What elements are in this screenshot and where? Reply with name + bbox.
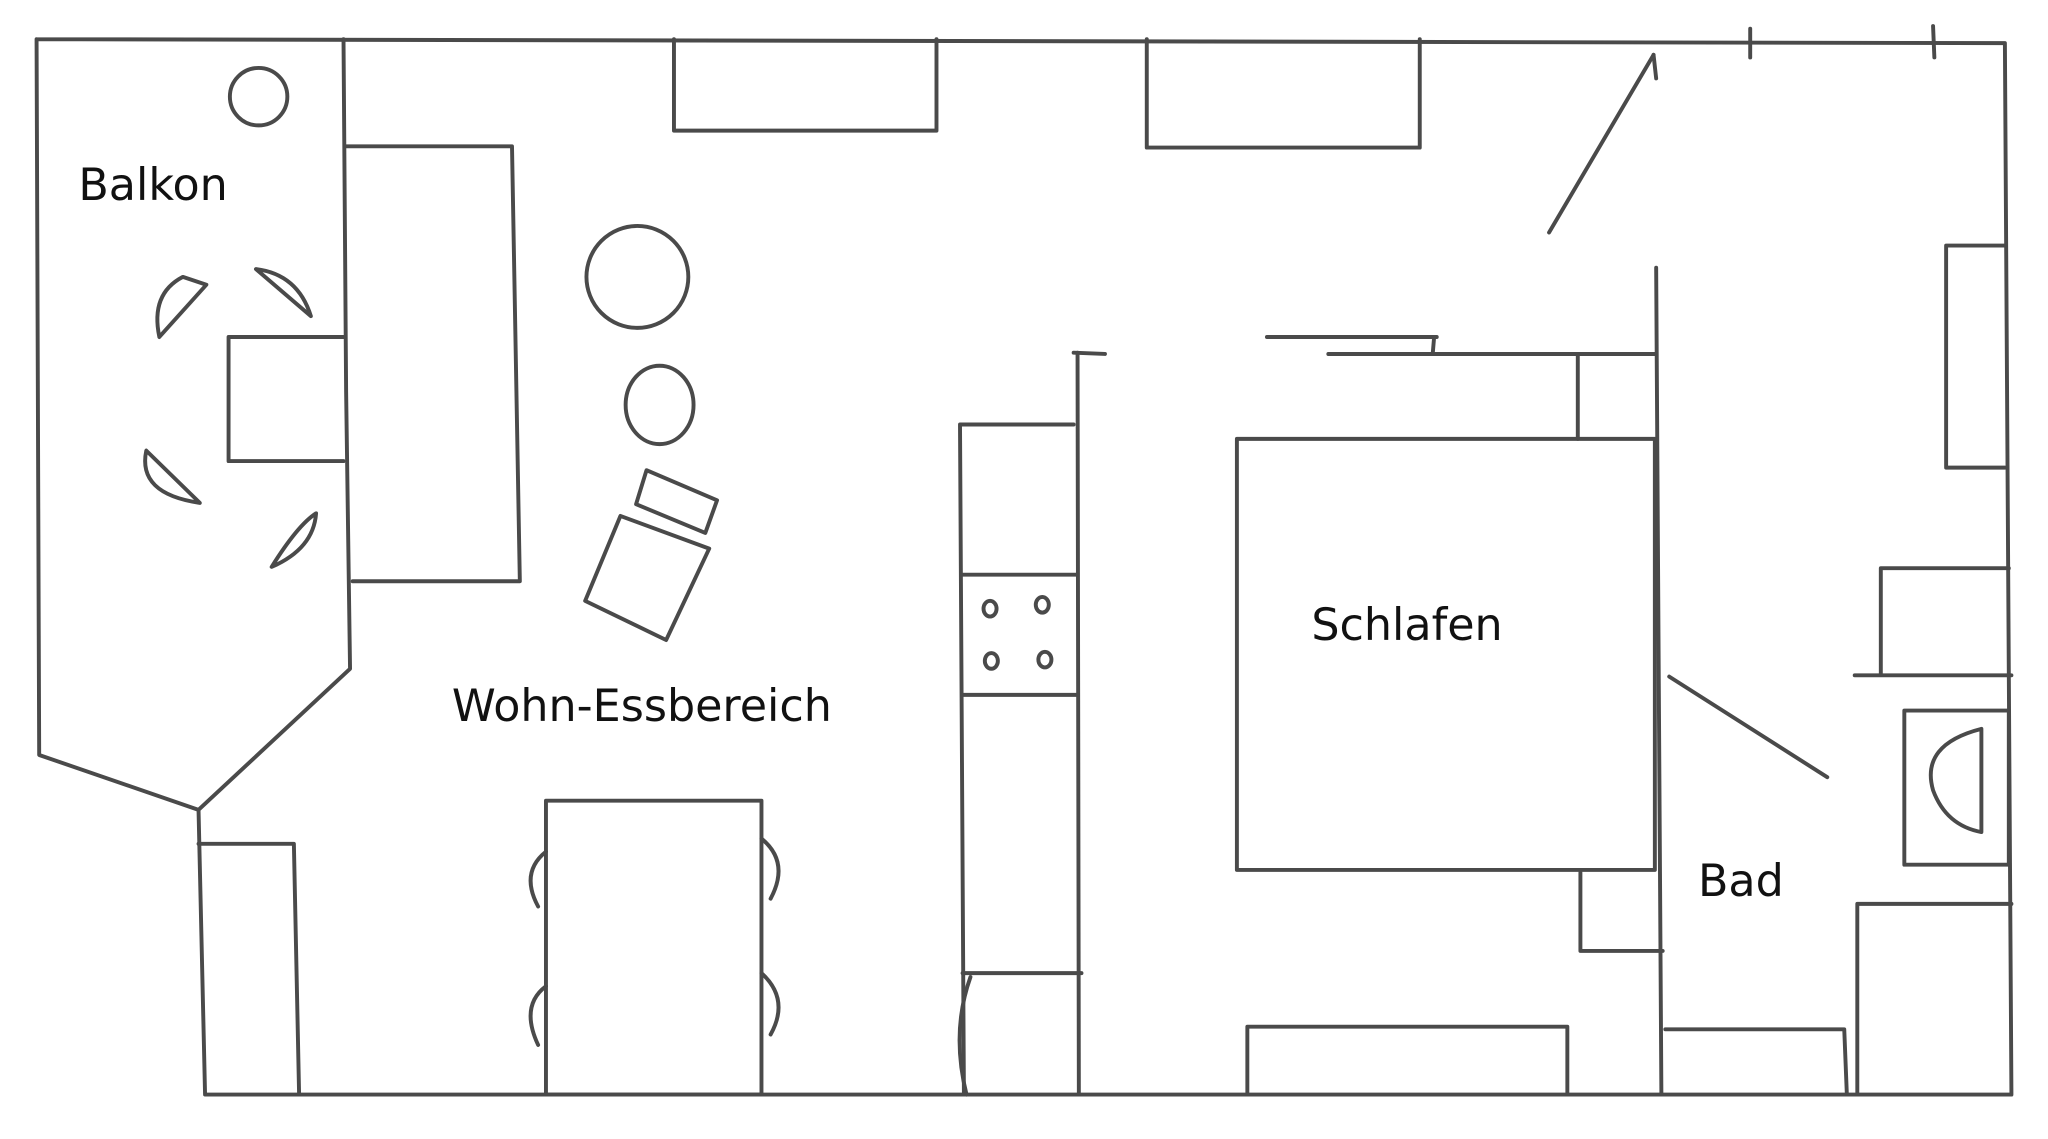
room-label-living-dining: Wohn-Essbereich bbox=[452, 681, 832, 732]
living-furniture bbox=[196, 37, 1422, 1097]
bedroom bbox=[1234, 52, 1665, 1097]
balcony-partition bbox=[143, 37, 352, 812]
room-label-bedroom: Schlafen bbox=[1311, 600, 1502, 651]
bathroom bbox=[1663, 243, 2014, 1097]
kitchen bbox=[957, 350, 1107, 1097]
room-label-bathroom: Bad bbox=[1698, 856, 1784, 907]
outer-walls bbox=[34, 24, 2014, 1097]
room-label-balcony: Balkon bbox=[78, 160, 227, 211]
